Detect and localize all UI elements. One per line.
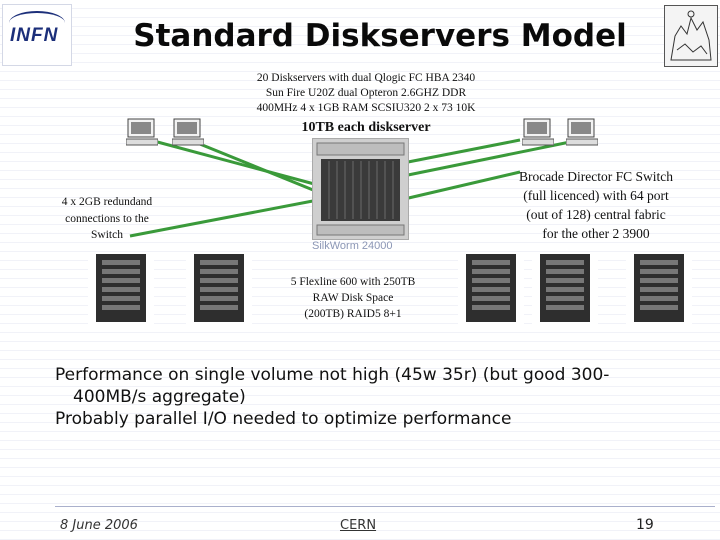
note-line: 5 Flexline 600 with 250TB <box>277 274 429 290</box>
footer-date: 8 June 2006 <box>60 518 138 533</box>
spec-line: 400MHz 4 x 1GB RAM SCSIU320 2 x 73 10K <box>205 101 527 116</box>
note-line: connections to the <box>45 211 169 228</box>
capacity-note: 10TB each diskserver <box>240 120 492 136</box>
diskserver-spec-note: 20 Diskservers with dual Qlogic FC HBA 2… <box>205 71 527 116</box>
note-line: (full licenced) with 64 port <box>496 186 696 205</box>
note-line: (out of 128) central fabric <box>496 205 696 224</box>
link-line-3 <box>408 140 520 162</box>
server-computer-icon <box>126 118 158 146</box>
fc-switch-image <box>312 138 409 240</box>
storage-rack-icon <box>88 252 154 324</box>
bullet-line: Probably parallel I/O needed to optimize… <box>55 408 695 430</box>
storage-rack-icon <box>186 252 252 324</box>
bullet-line: 400MB/s aggregate) <box>55 386 695 408</box>
performance-notes: Performance on single volume not high (4… <box>55 364 695 430</box>
link-line-2 <box>190 140 318 192</box>
server-computer-icon <box>522 118 554 146</box>
page-number: 19 <box>636 517 654 533</box>
note-line: Switch <box>45 227 169 244</box>
footer-divider <box>55 506 715 507</box>
server-computer-icon <box>172 118 204 146</box>
link-line-1 <box>150 140 318 185</box>
redundancy-note: 4 x 2GB redundand connections to the Swi… <box>45 194 169 244</box>
server-computer-icon <box>566 118 598 146</box>
storage-rack-icon <box>532 252 598 324</box>
storage-rack-icon <box>626 252 692 324</box>
note-line: 4 x 2GB redundand <box>45 194 169 211</box>
spec-line: Sun Fire U20Z dual Opteron 2.6GHZ DDR <box>205 86 527 101</box>
footer-org-link[interactable]: CERN <box>340 518 376 533</box>
bullet-line: Performance on single volume not high (4… <box>55 364 695 386</box>
note-line: for the other 2 3900 <box>496 224 696 243</box>
note-line: (200TB) RAID5 8+1 <box>277 306 429 322</box>
note-line: Brocade Director FC Switch <box>496 167 696 186</box>
switch-model-label: SilkWorm 24000 <box>312 240 408 252</box>
storage-rack-icon <box>458 252 524 324</box>
switch-note: Brocade Director FC Switch (full licence… <box>496 167 696 243</box>
note-line: RAW Disk Space <box>277 290 429 306</box>
spec-line: 20 Diskservers with dual Qlogic FC HBA 2… <box>205 71 527 86</box>
storage-note: 5 Flexline 600 with 250TB RAW Disk Space… <box>277 274 429 322</box>
